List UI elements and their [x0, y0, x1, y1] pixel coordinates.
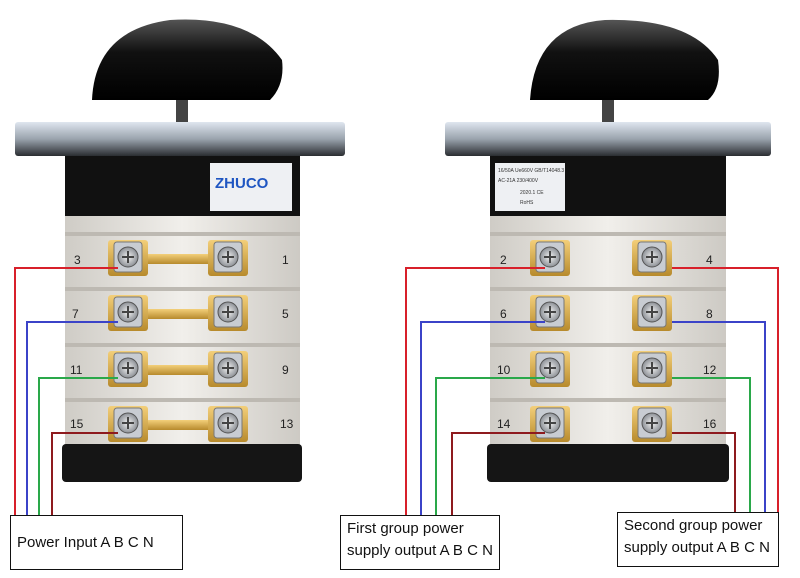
- knob-shaft: [176, 100, 188, 124]
- screw-slot: [646, 251, 658, 263]
- rotary-knob[interactable]: [530, 19, 719, 101]
- terminal-number: 5: [282, 307, 289, 321]
- module-divider: [490, 343, 726, 347]
- svg-text:AC-21A 230/400V: AC-21A 230/400V: [498, 178, 539, 184]
- knob-shaft: [602, 100, 614, 124]
- screw-slot: [544, 362, 556, 374]
- contact-bridge: [128, 365, 228, 375]
- terminal-number: 4: [706, 253, 713, 267]
- svg-text:2020.1 CE: 2020.1 CE: [520, 190, 544, 196]
- svg-text:RoHS: RoHS: [520, 200, 534, 206]
- second-group-output-label: Second group power supply output A B C N: [617, 512, 779, 567]
- screw-slot: [544, 251, 556, 263]
- spec-label: [495, 163, 565, 211]
- wires: [14, 267, 779, 515]
- terminal-number: 3: [74, 253, 81, 267]
- svg-text:16/50A Ue660V GB/T14048.3: 16/50A Ue660V GB/T14048.3: [498, 168, 564, 174]
- switch-base: [487, 444, 729, 482]
- terminal-number: 11: [70, 363, 83, 377]
- terminal-number: 6: [500, 307, 507, 321]
- wire-first-output: [405, 267, 545, 515]
- wire-second-output: [672, 267, 779, 512]
- screw-slot: [646, 306, 658, 318]
- terminal-number: 15: [70, 417, 84, 431]
- terminal-number: 14: [497, 417, 511, 431]
- screw-slot: [122, 417, 134, 429]
- terminal-number: 12: [703, 363, 717, 377]
- wire-input: [51, 432, 118, 515]
- terminal-number: 2: [500, 253, 507, 267]
- module-divider: [490, 232, 726, 236]
- contact-bridge: [128, 309, 228, 319]
- module-divider: [65, 287, 300, 291]
- terminal-number: 9: [282, 363, 289, 377]
- contact-bridge: [128, 254, 228, 264]
- terminal-number: 7: [72, 307, 79, 321]
- wire-first-output: [435, 377, 545, 515]
- terminal-number: 16: [703, 417, 717, 431]
- wire-input: [26, 321, 118, 515]
- switch-left: ZHUCO 3 7 11 15 1 5 9 13: [15, 19, 345, 482]
- screw-slot: [544, 306, 556, 318]
- switch-body: [490, 216, 726, 446]
- wire-second-output: [672, 377, 751, 512]
- screw-slot: [122, 306, 134, 318]
- screw-slot: [122, 251, 134, 263]
- power-input-label: Power Input A B C N: [10, 515, 183, 570]
- terminal-number: 1: [282, 253, 289, 267]
- wire-input: [38, 377, 118, 515]
- module-divider: [65, 232, 300, 236]
- wire-second-output: [672, 321, 766, 512]
- brand-logo: ZHUCO: [215, 175, 269, 192]
- switch-body: [65, 216, 300, 446]
- terminal-number: 10: [497, 363, 511, 377]
- wire-first-output: [420, 321, 545, 515]
- screw-slot: [646, 362, 658, 374]
- terminal-number: 8: [706, 307, 713, 321]
- module-divider: [490, 287, 726, 291]
- mounting-plate: [445, 122, 771, 156]
- mounting-plate: [15, 122, 345, 156]
- screw-slot: [222, 417, 234, 429]
- switch-base: [62, 444, 302, 482]
- screw-slot: [544, 417, 556, 429]
- rotary-knob[interactable]: [92, 19, 283, 101]
- terminal-number: 13: [280, 417, 294, 431]
- switch-right: 16/50A Ue660V GB/T14048.3 AC-21A 230/400…: [445, 19, 771, 482]
- screw-slot: [222, 362, 234, 374]
- screw-slot: [122, 362, 134, 374]
- module-divider: [490, 398, 726, 402]
- contact-bridge: [128, 420, 228, 430]
- wire-first-output: [451, 432, 545, 515]
- screw-slot: [222, 251, 234, 263]
- brand-label: [210, 163, 292, 211]
- module-divider: [65, 398, 300, 402]
- screw-slot: [222, 306, 234, 318]
- screw-slot: [646, 417, 658, 429]
- module-divider: [65, 343, 300, 347]
- wire-second-output: [672, 432, 736, 512]
- first-group-output-label: First group power supply output A B C N: [340, 515, 500, 570]
- wire-input: [14, 267, 118, 515]
